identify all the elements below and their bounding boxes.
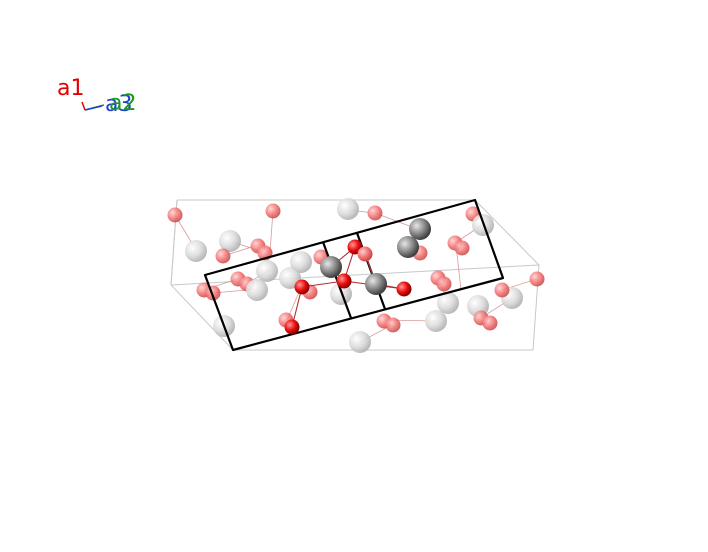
oxygen-atom	[385, 317, 401, 333]
axis-triad: a1 a3 a2	[57, 76, 136, 117]
foreground-atoms	[284, 218, 431, 335]
oxygen-atom	[367, 205, 383, 221]
oxygen-atom	[529, 271, 545, 287]
metal-atom	[349, 331, 371, 353]
oxygen-atom	[215, 248, 231, 264]
metal-atom	[256, 260, 278, 282]
metal-atom	[219, 230, 241, 252]
oxygen-atom	[494, 282, 510, 298]
metal-atom	[290, 251, 312, 273]
metal-atom	[397, 236, 419, 258]
oxygen-atom	[284, 319, 300, 335]
oxygen-atom	[294, 279, 310, 295]
metal-atom	[185, 240, 207, 262]
a3-axis-line	[84, 105, 103, 111]
oxygen-atom	[454, 240, 470, 256]
metal-atom	[437, 292, 459, 314]
metal-atom	[320, 256, 342, 278]
metal-atom	[409, 218, 431, 240]
oxygen-atom	[482, 315, 498, 331]
oxygen-atom	[265, 203, 281, 219]
a2-axis-label: a2	[109, 91, 136, 116]
a3-axis-label: a3	[105, 92, 132, 117]
oxygen-atom	[396, 281, 412, 297]
metal-atom	[425, 310, 447, 332]
metal-atom	[337, 198, 359, 220]
background-atoms	[167, 198, 545, 353]
metal-atom	[365, 273, 387, 295]
a1-axis-line	[81, 101, 86, 111]
oxygen-atom	[436, 276, 452, 292]
oxygen-atom	[357, 246, 373, 262]
oxygen-atom	[336, 273, 352, 289]
metal-atom	[246, 279, 268, 301]
oxygen-atom	[167, 207, 183, 223]
a1-axis-label: a1	[57, 76, 84, 101]
